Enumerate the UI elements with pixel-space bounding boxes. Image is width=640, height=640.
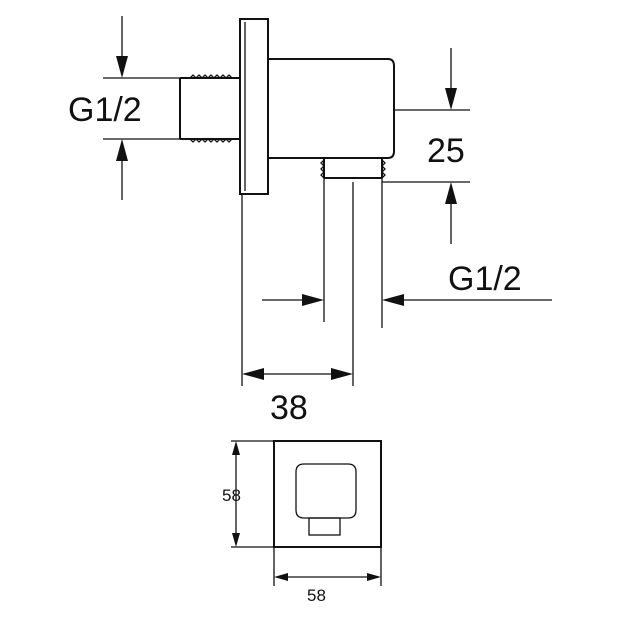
outlet-dim-arrow-left xyxy=(302,294,324,306)
inlet-thread-label: G1/2 xyxy=(68,91,142,129)
inlet-dim-arrow-top xyxy=(116,56,128,78)
outlet-dim-arrow-right xyxy=(382,294,404,306)
inlet-dim-arrow-bottom xyxy=(116,139,128,161)
front-view: 58 58 xyxy=(222,440,382,605)
front-elbow-outline xyxy=(295,463,357,519)
plate-width-arrow-right xyxy=(367,573,381,581)
height-label: 25 xyxy=(427,132,465,170)
plate-width-label: 58 xyxy=(307,586,326,605)
outlet-thread-left xyxy=(320,159,325,179)
outlet-thread-label: G1/2 xyxy=(448,260,522,298)
side-view: G1/2 25 G1/2 38 xyxy=(68,16,552,427)
inlet-thread-bottom xyxy=(189,138,233,143)
plate-width-arrow-left xyxy=(274,573,288,581)
front-plate xyxy=(273,440,382,548)
depth-label: 38 xyxy=(270,389,308,427)
elbow-body xyxy=(268,58,395,159)
depth-dim-arrow-left xyxy=(242,368,264,380)
plate-height-label: 58 xyxy=(222,486,241,505)
plate-height-arrow-bottom xyxy=(232,533,240,547)
inlet-thread-top xyxy=(189,74,233,79)
plate-height-arrow-top xyxy=(232,441,240,455)
height-dim-arrow-top xyxy=(445,88,457,110)
front-outlet-stub xyxy=(308,517,341,536)
depth-dim-arrow-right xyxy=(331,368,353,380)
wall-plate xyxy=(239,18,269,195)
outlet-thread-right xyxy=(381,159,386,179)
height-dim-arrow-bottom xyxy=(445,182,457,204)
